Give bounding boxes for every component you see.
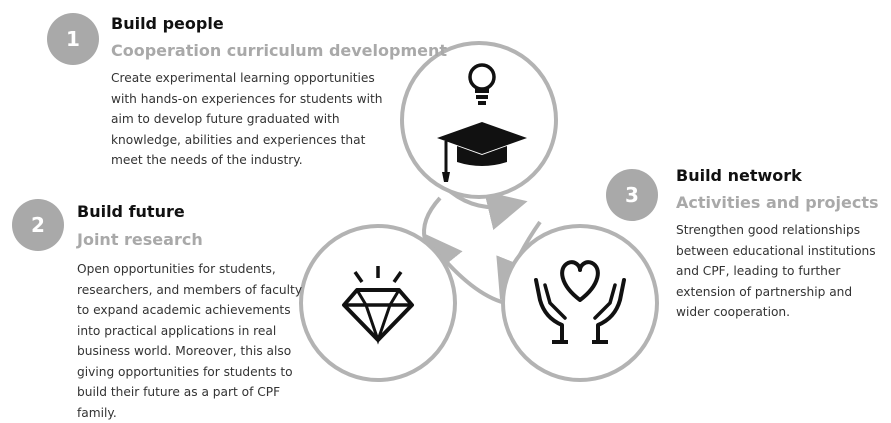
cycle-diagram <box>299 41 659 382</box>
item-3-title: Build network <box>676 166 802 185</box>
item-2-title: Build future <box>77 202 185 221</box>
item-3-body: Strengthen good relationships between ed… <box>676 223 876 319</box>
graduation-cap-lightbulb-icon <box>437 63 527 182</box>
item-1-body: Create experimental learning opportuniti… <box>111 71 383 167</box>
step-number-3: 3 <box>606 169 658 221</box>
item-1-subtitle: Cooperation curriculum development <box>111 41 448 60</box>
item-2-subtitle: Joint research <box>77 230 203 249</box>
item-2-body: Open opportunities for students, researc… <box>77 262 303 420</box>
diamond-icon <box>342 266 414 345</box>
step-number-1: 1 <box>47 13 99 65</box>
circle-build-network <box>501 224 659 382</box>
arrow-left-to-top <box>422 196 442 241</box>
circle-build-future <box>299 224 457 382</box>
hands-heart-icon <box>534 260 626 344</box>
item-3-subtitle: Activities and projects <box>676 193 879 212</box>
step-number-2: 2 <box>12 199 64 251</box>
circle-build-people <box>400 41 558 199</box>
item-1-title: Build people <box>111 14 224 33</box>
